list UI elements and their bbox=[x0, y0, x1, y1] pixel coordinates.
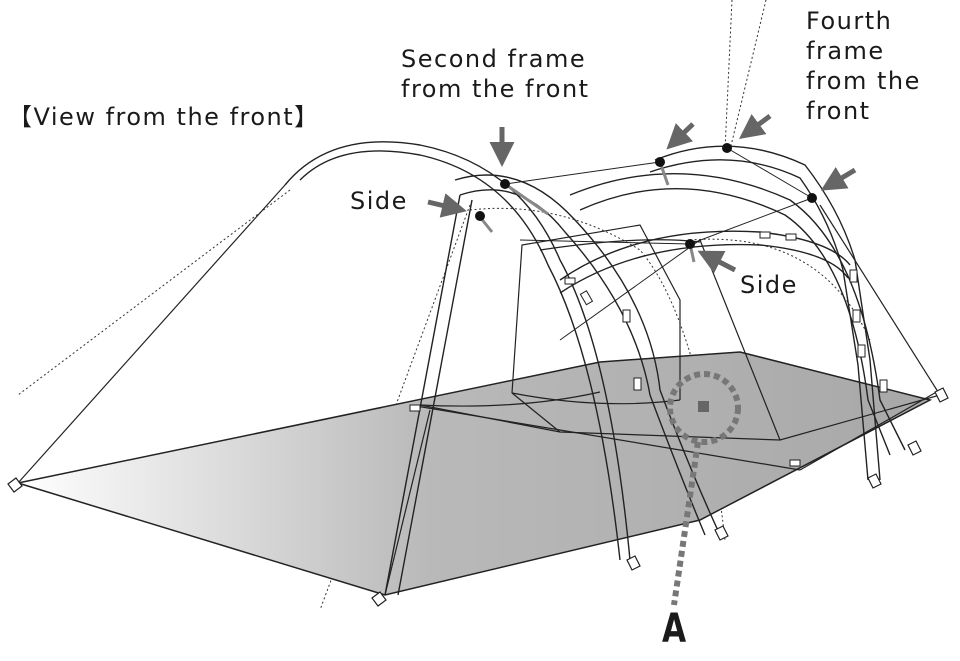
dot-icon bbox=[475, 211, 485, 221]
second-frame-label: Second frame from the front bbox=[401, 45, 590, 103]
arrow-icon bbox=[666, 122, 695, 150]
stake bbox=[867, 473, 882, 489]
guy-line-left bbox=[17, 189, 291, 396]
stake bbox=[626, 555, 641, 571]
tent-floor bbox=[17, 351, 933, 596]
fourth-frame-label: Fourth frame from the front bbox=[806, 7, 921, 125]
frame-front bbox=[284, 141, 631, 561]
frame-side bbox=[559, 230, 851, 294]
arrows bbox=[427, 113, 857, 274]
stake bbox=[907, 440, 922, 456]
clips bbox=[409, 231, 888, 467]
arrow-icon bbox=[820, 166, 857, 191]
stake bbox=[714, 525, 729, 541]
point-a-marker bbox=[667, 371, 741, 606]
stake bbox=[934, 387, 949, 403]
marker-circle bbox=[667, 371, 741, 445]
point-a-label: A bbox=[662, 606, 687, 652]
dot-icon bbox=[685, 239, 695, 249]
frame-guide-curve-2 bbox=[689, 238, 871, 341]
dot-icon bbox=[722, 143, 732, 153]
stake bbox=[371, 591, 387, 607]
attachment-points bbox=[475, 143, 817, 249]
view-label: 【View from the front】 bbox=[8, 103, 320, 131]
marker-leader bbox=[671, 441, 701, 606]
arrow-icon bbox=[738, 113, 772, 139]
side-label-left: Side bbox=[350, 187, 408, 215]
dot-icon bbox=[500, 179, 510, 189]
guide-lines bbox=[17, 0, 871, 611]
ridge-lines bbox=[504, 147, 813, 341]
frame-third bbox=[569, 173, 906, 456]
stakes bbox=[7, 387, 949, 607]
straps bbox=[478, 161, 696, 263]
dot-icon bbox=[655, 157, 665, 167]
marker-square bbox=[698, 401, 709, 412]
frame-guide-curve bbox=[469, 207, 726, 541]
arrow-icon bbox=[427, 193, 467, 218]
inner-tent bbox=[17, 184, 941, 596]
stake bbox=[7, 477, 23, 493]
pole-guide-top-b bbox=[729, 0, 767, 151]
arrow-icon bbox=[697, 250, 737, 274]
side-label-right: Side bbox=[740, 271, 798, 299]
pole-guide-top-a bbox=[724, 0, 733, 151]
frame-fourth bbox=[649, 145, 881, 481]
dot-icon bbox=[807, 193, 817, 203]
